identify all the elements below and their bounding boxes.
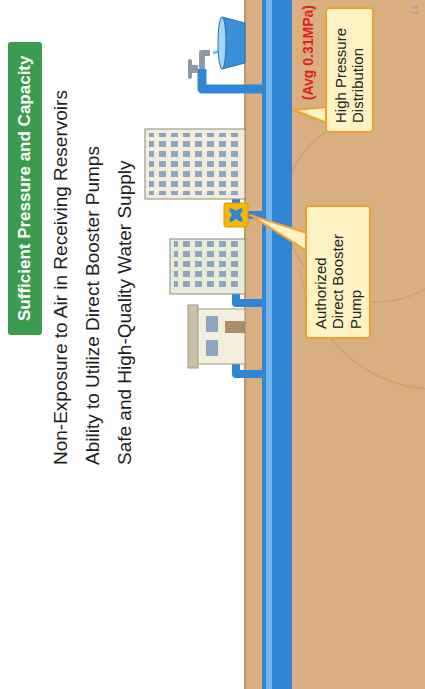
riser-pipe xyxy=(202,69,266,89)
ground xyxy=(245,0,425,689)
pipe-highlight xyxy=(266,0,272,689)
callout-box: Authorized Direct Booster Pump xyxy=(305,205,371,339)
page-number: 14 xyxy=(410,5,420,15)
callout-text: Authorized Direct Booster Pump xyxy=(312,215,364,329)
title-band: Sufficient Pressure and Capacity xyxy=(8,42,42,335)
callout-box: High Pressure Distribution xyxy=(325,7,374,133)
main-pipe xyxy=(262,0,292,689)
house xyxy=(188,305,245,368)
bucket xyxy=(218,17,245,69)
service-pipe xyxy=(236,294,266,303)
faucet xyxy=(188,53,210,79)
apartment-building xyxy=(170,239,245,294)
pressure-note: (Avg 0.31MPa) xyxy=(300,5,316,100)
callout-pointer xyxy=(250,215,307,251)
service-pipe xyxy=(236,364,266,374)
callout-pointer xyxy=(294,107,327,123)
tall-building xyxy=(145,129,245,199)
bullet-text: Non-Exposure to Air in Receiving Reservo… xyxy=(50,90,72,465)
booster-pump xyxy=(224,203,248,227)
bullet-text: Ability to Utilize Direct Booster Pumps xyxy=(82,146,104,465)
callout-text: High Pressure Distribution xyxy=(332,17,367,123)
bullet-text: Safe and High-Quality Water Supply xyxy=(114,160,136,465)
